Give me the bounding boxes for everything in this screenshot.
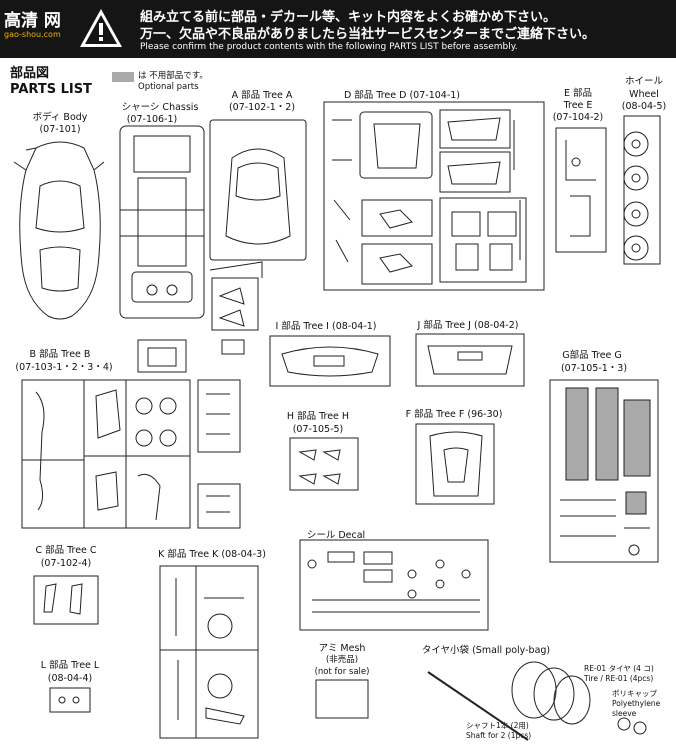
code-wheel: (08-04-5): [621, 101, 667, 112]
label-tree-e-ja: E 部品: [563, 88, 593, 99]
label-tree-a: A 部品 Tree A: [231, 90, 293, 101]
label-decal: シール Decal: [306, 530, 366, 541]
code-tree-c: (07-102-4): [40, 558, 92, 569]
tree-l-drawing: [49, 687, 91, 713]
label-tree-i: I 部品 Tree I (08-04-1): [275, 321, 377, 332]
label-tree-l: L 部品 Tree L: [40, 660, 100, 671]
label-shaft-en: Shaft for 2 (1pcs): [466, 731, 532, 740]
tree-b-drawing: [21, 339, 241, 529]
label-polycap-ja: ポリキャップ: [612, 689, 657, 698]
page-title-ja: 部品図: [10, 66, 50, 81]
label-tree-h: H 部品 Tree H: [286, 411, 350, 422]
label-shaft-ja: シャフト1本 (2用): [466, 721, 529, 730]
code-tree-l: (08-04-4): [47, 673, 93, 684]
tree-a-drawing: [209, 119, 307, 355]
tree-c-drawing: [33, 575, 99, 625]
tree-i-drawing: [269, 335, 391, 387]
chassis-drawing: [119, 125, 205, 319]
label-tire-ja: RE-01 タイヤ (4 コ): [584, 664, 654, 673]
notice-en: Please confirm the product contents with…: [140, 42, 518, 52]
decal-drawing: [299, 539, 489, 631]
code-chassis: (07-106-1): [126, 114, 178, 125]
label-tree-j: J 部品 Tree J (08-04-2): [417, 320, 519, 331]
warning-icon: [80, 9, 122, 47]
tree-h-drawing: [289, 437, 359, 491]
poly-bag-drawing: [427, 661, 647, 741]
tree-f-drawing: [415, 423, 495, 505]
code-tree-b: (07-103-1・2・3・4): [15, 362, 113, 373]
label-tree-g: G部品 Tree G: [562, 350, 622, 361]
code-tree-a: (07-102-1・2): [228, 102, 296, 113]
label-small-poly-bag: タイヤ小袋 (Small poly-bag): [421, 645, 551, 656]
label-mesh: アミ Mesh: [318, 643, 366, 654]
body-drawing: [13, 141, 105, 320]
label-polycap-en2: sleeve: [612, 709, 637, 718]
legend-ja: は 不用部品です。: [138, 71, 208, 81]
watermark-logo: 高清 网 gao-shou.com: [4, 11, 61, 39]
mesh-drawing: [315, 679, 369, 719]
code-tree-g: (07-105-1・3): [560, 363, 628, 374]
label-body: ボディ Body: [32, 112, 88, 123]
header-banner: 高清 网 gao-shou.com 組み立てる前に部品・デカール等、キット内容を…: [0, 0, 676, 58]
legend-en: Optional parts: [138, 82, 199, 92]
notice-ja-2: 万一、欠品や不良品がありましたら当社サービスセンターまでご連絡下さい。: [140, 27, 596, 42]
code-tree-h: (07-105-5): [292, 424, 344, 435]
label-wheel-en: Wheel: [629, 89, 659, 100]
label-tree-f: F 部品 Tree F (96-30): [405, 409, 503, 420]
tree-d-drawing: [323, 101, 545, 291]
wheel-drawing: [623, 115, 661, 265]
label-polycap-en1: Polyethylene: [612, 699, 661, 708]
label-tree-b: B 部品 Tree B: [29, 349, 91, 360]
code-tree-e: (07-104-2): [552, 112, 604, 123]
label-tree-d: D 部品 Tree D (07-104-1): [343, 90, 461, 101]
tree-j-drawing: [415, 333, 525, 387]
page-title-en: PARTS LIST: [10, 82, 92, 97]
label-wheel-ja: ホイール: [624, 76, 664, 87]
label-tire-en: Tire / RE-01 (4pcs): [584, 674, 654, 683]
label-tree-c: C 部品 Tree C: [35, 545, 97, 556]
label-mesh-not-for-sale: (not for sale): [314, 667, 370, 677]
label-chassis: シャーシ Chassis: [121, 102, 199, 113]
tree-k-drawing: [159, 565, 259, 739]
notice-ja-1: 組み立てる前に部品・デカール等、キット内容をよくお確かめ下さい。: [140, 10, 557, 25]
tree-e-drawing: [555, 127, 607, 253]
optional-parts-swatch: [112, 72, 134, 82]
label-mesh-not-for-sale-ja: (非売品): [325, 655, 359, 665]
code-body: (07-101): [39, 124, 81, 135]
tree-g-drawing: [549, 379, 659, 563]
label-tree-e-en: Tree E: [563, 100, 593, 111]
label-tree-k: K 部品 Tree K (08-04-3): [158, 549, 266, 560]
